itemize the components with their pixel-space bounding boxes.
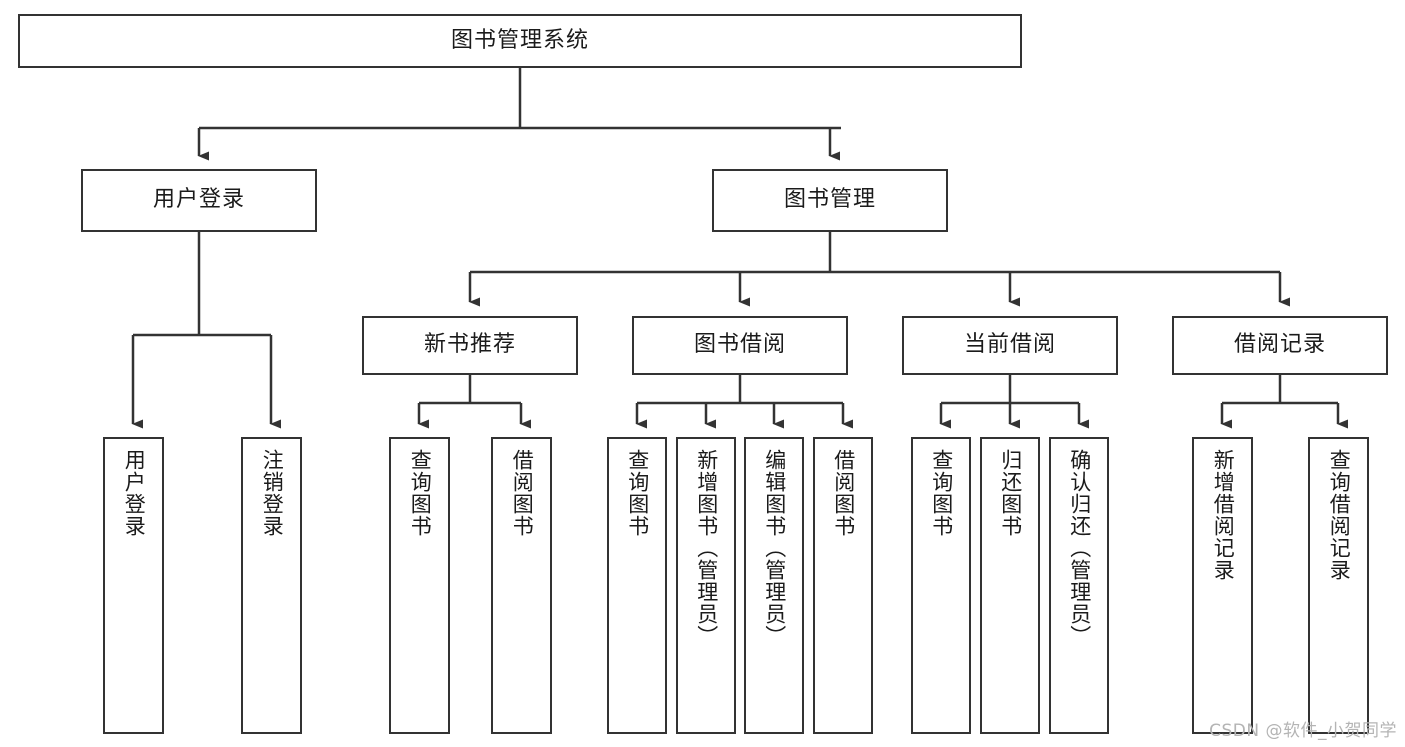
node-new-book-recommend[interactable]: 新书推荐 bbox=[362, 316, 578, 375]
node-book-manage-label: 图书管理 bbox=[783, 187, 876, 213]
leaf-query-book-borrow-label: 查询图书 bbox=[625, 449, 650, 537]
leaf-confirm-return-admin-label: 确认归还（管理员） bbox=[1067, 449, 1092, 647]
leaf-logout[interactable]: 注销登录 bbox=[241, 437, 302, 734]
node-borrow-record[interactable]: 借阅记录 bbox=[1172, 316, 1388, 375]
node-book-borrow[interactable]: 图书借阅 bbox=[632, 316, 848, 375]
leaf-add-borrow-record-label: 新增借阅记录 bbox=[1211, 449, 1236, 581]
leaf-query-book-current[interactable]: 查询图书 bbox=[911, 437, 971, 734]
leaf-user-login-label: 用户登录 bbox=[122, 449, 147, 537]
node-root-label: 图书管理系统 bbox=[450, 27, 589, 53]
leaf-query-borrow-record-label: 查询借阅记录 bbox=[1327, 449, 1352, 581]
node-current-borrow[interactable]: 当前借阅 bbox=[902, 316, 1118, 375]
leaf-borrow-book-recommend[interactable]: 借阅图书 bbox=[491, 437, 552, 734]
leaf-borrow-book-recommend-label: 借阅图书 bbox=[510, 449, 535, 537]
node-current-borrow-label: 当前借阅 bbox=[963, 332, 1056, 358]
leaf-add-borrow-record[interactable]: 新增借阅记录 bbox=[1192, 437, 1253, 734]
leaf-query-book-recommend[interactable]: 查询图书 bbox=[389, 437, 450, 734]
leaf-query-book-current-label: 查询图书 bbox=[929, 449, 954, 537]
node-borrow-record-label: 借阅记录 bbox=[1233, 332, 1326, 358]
leaf-add-book-admin[interactable]: 新增图书（管理员） bbox=[676, 437, 736, 734]
leaf-user-login[interactable]: 用户登录 bbox=[103, 437, 164, 734]
leaf-borrow-book-label: 借阅图书 bbox=[831, 449, 856, 537]
node-new-book-recommend-label: 新书推荐 bbox=[423, 332, 516, 358]
watermark: CSDN @软件_小贺同学 bbox=[1209, 721, 1397, 741]
leaf-return-book[interactable]: 归还图书 bbox=[980, 437, 1040, 734]
leaf-confirm-return-admin[interactable]: 确认归还（管理员） bbox=[1049, 437, 1109, 734]
leaf-query-borrow-record[interactable]: 查询借阅记录 bbox=[1308, 437, 1369, 734]
leaf-query-book-borrow[interactable]: 查询图书 bbox=[607, 437, 667, 734]
node-user-login[interactable]: 用户登录 bbox=[81, 169, 317, 232]
node-book-manage[interactable]: 图书管理 bbox=[712, 169, 948, 232]
leaf-edit-book-admin[interactable]: 编辑图书（管理员） bbox=[744, 437, 804, 734]
leaf-query-book-recommend-label: 查询图书 bbox=[408, 449, 433, 537]
node-user-login-label: 用户登录 bbox=[152, 187, 245, 213]
node-book-borrow-label: 图书借阅 bbox=[693, 332, 786, 358]
leaf-borrow-book[interactable]: 借阅图书 bbox=[813, 437, 873, 734]
leaf-add-book-admin-label: 新增图书（管理员） bbox=[694, 449, 719, 647]
leaf-edit-book-admin-label: 编辑图书（管理员） bbox=[762, 449, 787, 647]
leaf-logout-label: 注销登录 bbox=[260, 449, 285, 537]
node-root[interactable]: 图书管理系统 bbox=[18, 14, 1022, 68]
leaf-return-book-label: 归还图书 bbox=[998, 449, 1023, 537]
